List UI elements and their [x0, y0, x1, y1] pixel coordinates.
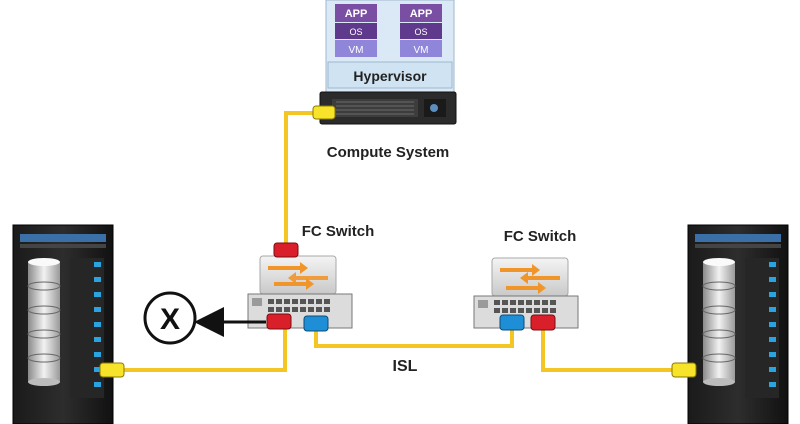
left-storage-array: [12, 224, 125, 424]
server-chassis: [319, 91, 457, 125]
left-switch-isl-port: [303, 315, 329, 332]
left-disk-stack: [27, 258, 61, 386]
right-storage-array: [671, 224, 789, 424]
left-switch-port-to-storage: [266, 313, 292, 330]
right-fc-switch: FC Switch: [473, 228, 579, 331]
path-failure-marker: X: [143, 291, 266, 345]
left-switch-ports: [268, 299, 330, 312]
right-storage-port: [671, 362, 697, 378]
compute-system: APP OS VM APP OS VM Hypervisor: [312, 0, 457, 161]
right-fc-switch-label: FC Switch: [504, 228, 577, 245]
hypervisor-label: Hypervisor: [353, 68, 427, 84]
vm1-app-label: APP: [345, 8, 368, 20]
compute-hba-port: [312, 105, 336, 120]
hypervisor-bar: [327, 61, 453, 89]
isl-label: ISL: [393, 358, 418, 375]
cable-left-storage-to-left-switch: [122, 328, 287, 372]
right-switch-traffic-arrows: [500, 264, 560, 294]
vm2-os-label: OS: [414, 27, 427, 37]
left-fc-switch-label: FC Switch: [302, 223, 375, 240]
failure-circle-icon: [143, 291, 197, 345]
right-drive-bays: [745, 258, 779, 398]
vm-stack-1: APP OS VM: [335, 4, 377, 57]
right-disk-stack: [702, 258, 736, 386]
cable-isl: [314, 330, 514, 348]
right-switch-ports: [494, 300, 556, 313]
cable-compute-to-left-switch: [284, 111, 318, 247]
left-switch-port-to-compute: [273, 242, 299, 258]
left-storage-port: [99, 362, 125, 378]
cable-right-switch-to-right-storage: [541, 330, 674, 372]
cables: [122, 111, 674, 372]
vm1-os-label: OS: [349, 27, 362, 37]
left-switch-traffic-arrows: [268, 262, 328, 290]
failure-marker-label: X: [160, 303, 180, 336]
right-switch-isl-port: [499, 314, 525, 331]
compute-system-label: Compute System: [327, 144, 450, 161]
vm-stack-2: APP OS VM: [400, 4, 442, 57]
left-fc-switch: FC Switch: [247, 223, 375, 332]
vm2-app-label: APP: [410, 8, 433, 20]
vm2-vm-label: VM: [414, 45, 429, 56]
left-drive-bays: [70, 258, 104, 398]
vm1-vm-label: VM: [349, 45, 364, 56]
right-switch-port-to-storage: [530, 314, 556, 331]
